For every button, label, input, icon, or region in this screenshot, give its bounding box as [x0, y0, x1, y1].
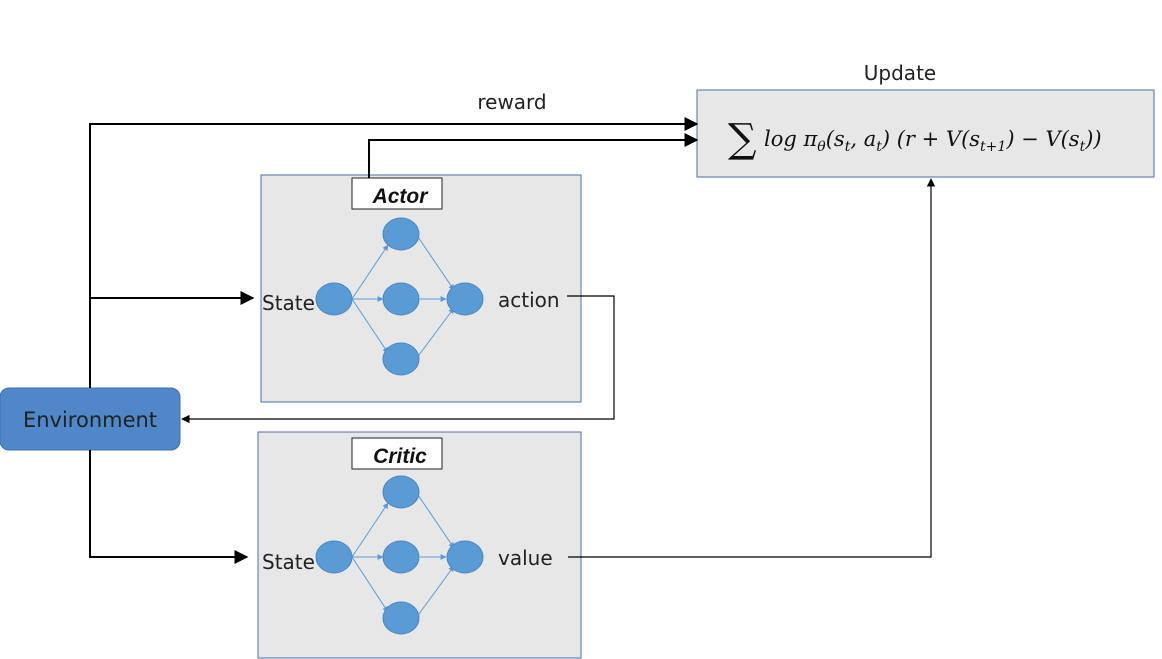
critic-output-node	[446, 540, 484, 574]
actor-panel	[260, 174, 582, 403]
actor-action-label: action	[498, 288, 560, 312]
critic-network	[315, 475, 484, 635]
connectors	[89, 117, 936, 564]
reward-arrow	[89, 117, 699, 388]
action-to-environment-arrow	[181, 295, 615, 424]
critic-hidden-node	[382, 601, 420, 635]
sum-symbol: ∑	[728, 116, 757, 162]
critic-edge	[351, 556, 389, 613]
value-to-update-arrow	[568, 178, 936, 558]
actor-hidden-node	[382, 342, 420, 376]
actor-title: Actor	[372, 185, 430, 208]
actor-to-update-arrow	[368, 133, 699, 178]
critic-input-node	[315, 540, 353, 574]
actor-input-node	[315, 282, 353, 316]
critic-state-label: State	[262, 550, 315, 574]
critic-hidden-node	[382, 475, 420, 509]
actor-hidden-node	[382, 282, 420, 316]
critic-title: Critic	[373, 445, 427, 468]
actor-network	[315, 217, 484, 376]
formula-body: log πθ(st, at) (r + V(st+1) − V(st))	[764, 127, 1102, 155]
actor-title-box	[351, 177, 443, 210]
critic-edge	[415, 491, 455, 549]
actor-edge	[351, 298, 389, 354]
actor-state-label: State	[262, 291, 315, 315]
actor-edge	[415, 233, 455, 291]
critic-edge	[415, 565, 455, 619]
actor-output-node	[446, 282, 484, 316]
critic-title-box	[351, 437, 443, 470]
actor-edge	[351, 244, 389, 300]
environment-label: Environment	[23, 408, 157, 432]
update-formula: ∑ log πθ(st, at) (r + V(st+1) − V(st))	[728, 116, 1102, 162]
env-to-critic-state-arrow	[89, 450, 249, 564]
update-box	[696, 89, 1155, 178]
actor-edge	[415, 307, 455, 360]
critic-hidden-node	[382, 540, 420, 574]
critic-panel	[257, 431, 582, 659]
reward-label: reward	[477, 90, 546, 114]
update-label: Update	[864, 61, 936, 85]
critic-edge	[351, 502, 389, 558]
critic-value-label: value	[498, 546, 553, 570]
actor-hidden-node	[382, 217, 420, 251]
